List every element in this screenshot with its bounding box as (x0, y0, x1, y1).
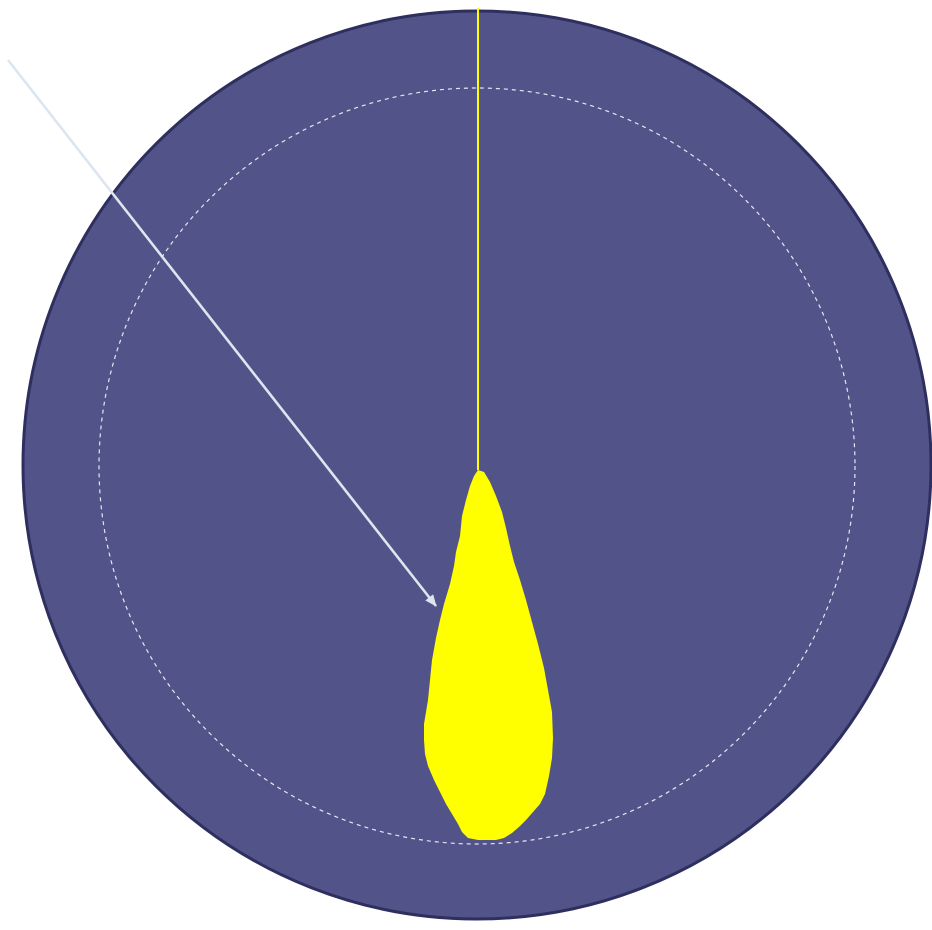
diagram-svg (0, 0, 932, 930)
diagram-canvas (0, 0, 932, 930)
